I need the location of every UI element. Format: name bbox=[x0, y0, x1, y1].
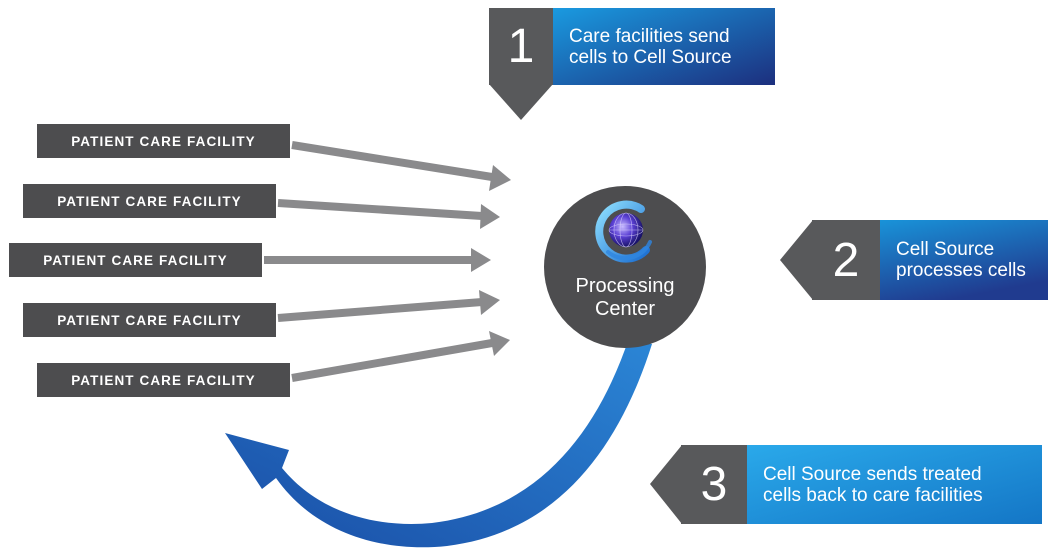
facility-box-1: PATIENT CARE FACILITY bbox=[37, 124, 290, 158]
return-arrow bbox=[225, 338, 652, 548]
facility-box-5: PATIENT CARE FACILITY bbox=[37, 363, 290, 397]
facility-box-4: PATIENT CARE FACILITY bbox=[23, 303, 276, 337]
step-3-number: 3 bbox=[681, 445, 747, 524]
processing-center-circle bbox=[544, 186, 706, 348]
facility-arrow-1 bbox=[291, 141, 511, 191]
step-3-line1: Cell Source sends treated bbox=[763, 463, 982, 485]
facility-arrow-2 bbox=[277, 199, 500, 229]
facility-arrows bbox=[264, 141, 511, 382]
step-1-line1: Care facilities send bbox=[569, 25, 730, 47]
processing-center-line1: Processing bbox=[575, 275, 675, 297]
step-2-number: 2 bbox=[812, 220, 880, 300]
step-2-line1: Cell Source bbox=[896, 239, 995, 260]
step-1-text: Care facilities send cells to Cell Sourc… bbox=[553, 8, 775, 85]
facility-box-3: PATIENT CARE FACILITY bbox=[9, 243, 262, 277]
step-2-text: Cell Source processes cells bbox=[880, 220, 1048, 300]
processing-center-label: Processing Center bbox=[544, 275, 706, 321]
step-3-line2: cells back to care facilities bbox=[763, 484, 983, 506]
step-1-number: 1 bbox=[489, 8, 553, 85]
facility-arrow-4 bbox=[277, 290, 500, 322]
step-1-line2: cells to Cell Source bbox=[569, 46, 732, 68]
processing-center-line2: Center bbox=[594, 298, 656, 320]
step-3-text: Cell Source sends treated cells back to … bbox=[747, 445, 1042, 524]
facility-arrow-5 bbox=[291, 331, 510, 382]
facility-box-2: PATIENT CARE FACILITY bbox=[23, 184, 276, 218]
facility-arrow-3 bbox=[264, 248, 491, 272]
step-2-line2: processes cells bbox=[896, 260, 1026, 281]
